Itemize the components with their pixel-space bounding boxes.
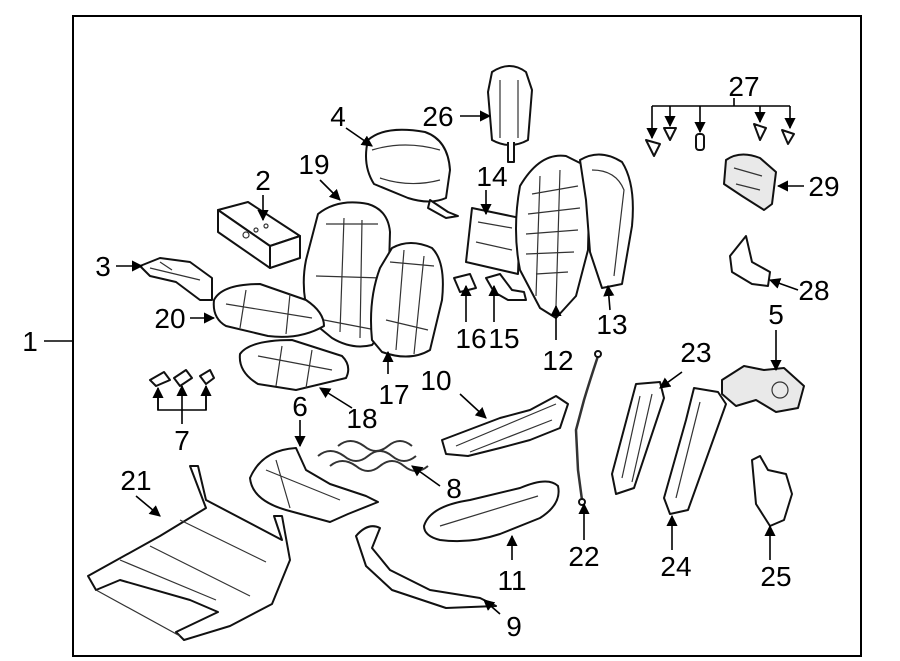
callout-5: 5 [768,299,784,330]
springs-part [317,440,429,472]
callout-9: 9 [506,611,522,642]
cushion-side-trim-part [423,480,560,543]
switch-part [453,273,477,293]
module-box-part [217,201,301,269]
callout-16: 16 [455,323,486,354]
lumbar-panel-part [465,207,521,275]
callout-1: 1 [22,326,38,357]
callout-14: 14 [476,161,507,192]
seat-pan-part [249,447,379,523]
cable-part [574,350,602,506]
callout-17: 17 [378,379,409,410]
head-cushion-part [365,128,459,219]
leader-lines [44,98,804,615]
callout-12: 12 [542,345,573,376]
callout-21: 21 [120,465,151,496]
callout-19: 19 [298,149,329,180]
side-trim-part [611,381,665,495]
callout-8: 8 [446,473,462,504]
diagram-frame [72,15,862,657]
callout-26: 26 [422,101,453,132]
callout-11: 11 [497,565,526,596]
recliner-cover-part [723,153,777,211]
bezel-part [729,235,771,287]
seat-back-frame-part [515,154,591,319]
callout-7: 7 [174,425,190,456]
callout-28: 28 [798,275,829,306]
callout-6: 6 [292,391,308,422]
callout-3: 3 [95,251,111,282]
cover-cap-part [751,455,793,527]
callout-2: 2 [255,165,271,196]
callout-labels: 1 2 3 4 5 6 7 8 9 10 11 12 13 14 15 16 1… [22,71,839,642]
seat-back-pad-part [370,242,444,358]
seat-back-cover-part [302,201,391,348]
seat-cushion-cover-part [212,283,325,338]
callout-18: 18 [346,403,377,434]
guides-clips-part [645,123,795,157]
wire-harness-part [441,395,569,457]
callout-24: 24 [660,551,691,582]
seat-track-frame-part [87,465,291,641]
side-shield-part [663,387,727,515]
screws-part [149,369,215,387]
callout-15: 15 [488,323,519,354]
connector-part [485,273,527,301]
seat-back-panel-part [579,153,634,289]
callout-25: 25 [760,561,791,592]
callout-20: 20 [154,303,185,334]
callout-13: 13 [596,309,627,340]
recliner-mechanism-part [721,365,805,413]
callout-4: 4 [330,101,346,132]
side-rail-trim-part [355,525,497,609]
headrest-part [487,65,533,163]
callout-29: 29 [808,171,839,202]
callout-10: 10 [420,365,451,396]
callout-27: 27 [728,71,759,102]
seat-cushion-pad-part [238,339,350,391]
callout-23: 23 [680,337,711,368]
trim-bracket-part [139,257,213,301]
callout-22: 22 [568,541,599,572]
